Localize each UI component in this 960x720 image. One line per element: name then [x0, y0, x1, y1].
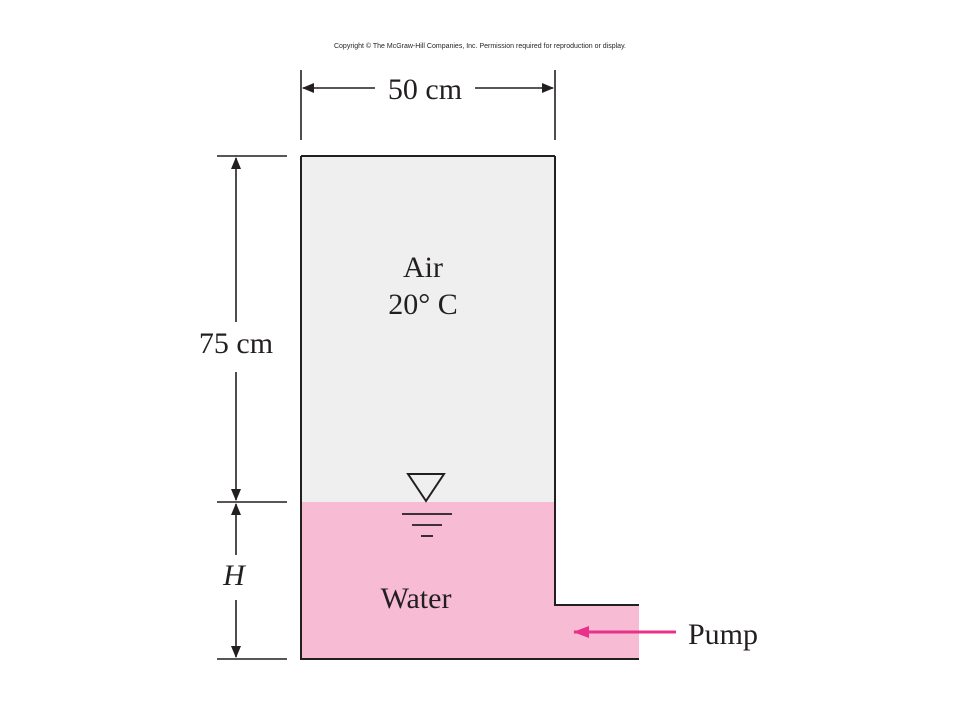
tank-outline	[300, 156, 639, 660]
air-region	[301, 156, 555, 502]
pump-label: Pump	[688, 618, 758, 651]
water-label: Water	[381, 582, 452, 615]
width-label: 50 cm	[388, 73, 462, 106]
water-region	[301, 502, 639, 659]
water-height-label: H	[222, 559, 247, 592]
air-temperature-label: 20° C	[388, 288, 458, 321]
air-height-label: 75 cm	[199, 327, 273, 360]
free-surface-icon	[402, 473, 452, 537]
air-label: Air	[403, 251, 443, 284]
copyright-notice: Copyright © The McGraw-Hill Companies, I…	[334, 42, 626, 50]
